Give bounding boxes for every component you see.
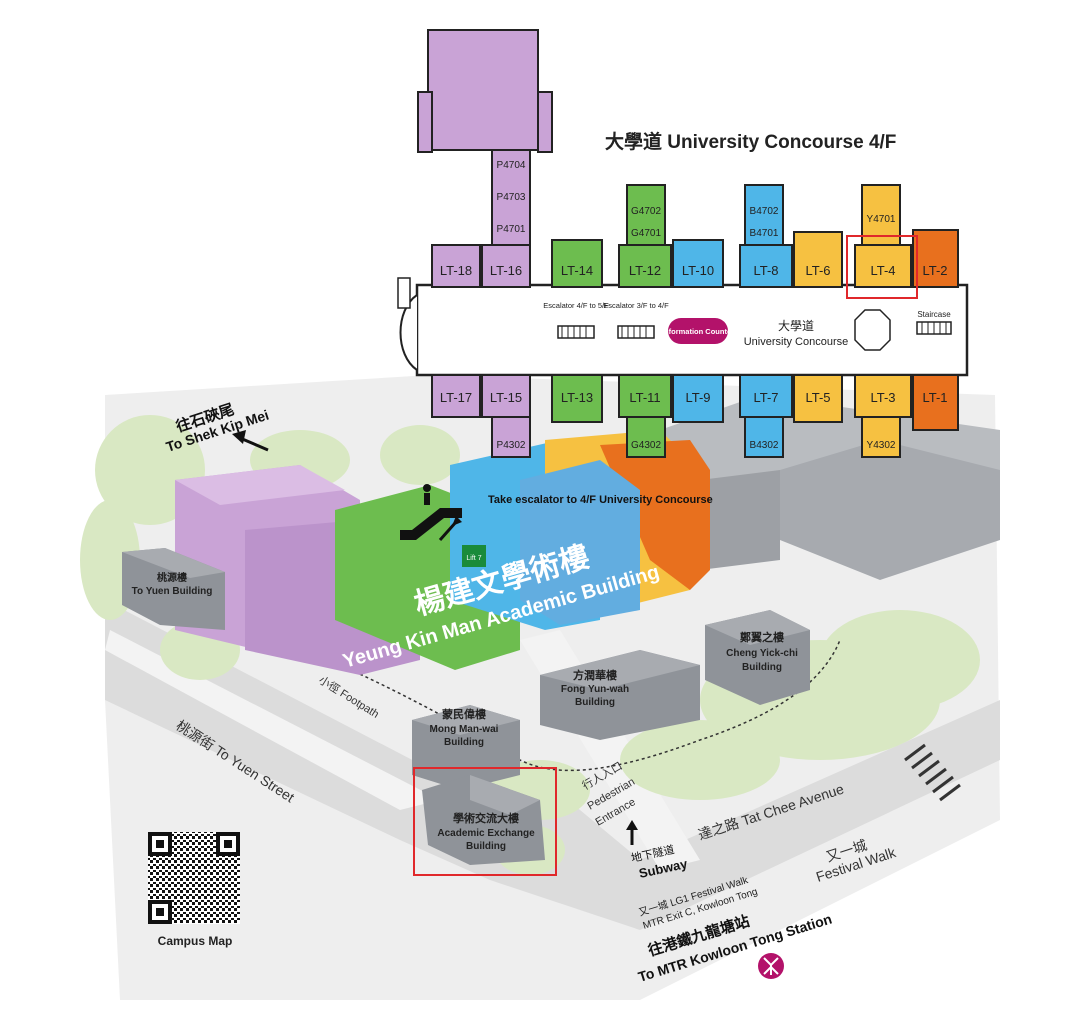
lt-5: LT-5 [805, 390, 830, 405]
lt-17: LT-17 [440, 390, 472, 405]
information-counter: Information Counter [662, 327, 734, 336]
concourse-zh-label: 大學道 [778, 319, 814, 333]
academic-exchange-highlight [413, 767, 557, 876]
campus-map-qr-code[interactable] [148, 832, 240, 924]
room-p4302: P4302 [497, 440, 526, 451]
to-yuen-zh: 桃源樓 [157, 571, 187, 584]
floor-plan [397, 29, 969, 458]
academic-exchange-en1: Academic Exchange [437, 828, 535, 839]
green-wing [551, 184, 672, 458]
fong-yun-wah-zh: 方潤華樓 [573, 668, 617, 682]
lt-16: LT-16 [490, 263, 522, 278]
lt-6: LT-6 [805, 263, 830, 278]
room-y4302: Y4302 [867, 440, 896, 451]
fong-yun-wah-building [540, 650, 700, 740]
footpath-line [224, 624, 841, 772]
room-p4701: P4701 [497, 224, 526, 235]
room-g4701: G4701 [631, 228, 661, 239]
escalator-3-4-label: Escalator 3/F to 4/F [603, 301, 669, 310]
room-y4701: Y4701 [867, 214, 896, 225]
lt-2: LT-2 [922, 263, 947, 278]
concourse-en-label: University Concourse [744, 336, 849, 348]
lt-18: LT-18 [440, 263, 472, 278]
escalator-4-5-label: Escalator 4/F to 5/F [543, 301, 609, 310]
cheng-yick-chi-en1: Cheng Yick-chi [726, 648, 798, 659]
academic-building-blocks [335, 430, 710, 670]
mong-man-wai-en1: Mong Man-wai [430, 724, 499, 735]
floor-title: 大學道 University Concourse 4/F [605, 130, 896, 153]
lt-9: LT-9 [685, 390, 710, 405]
mtr-logo-icon [758, 953, 784, 979]
academic-exchange-building [422, 775, 545, 865]
blue-wing [672, 184, 793, 458]
orange-wing [912, 229, 959, 431]
shek-kip-mei-arrow [232, 430, 269, 452]
room-g4702: G4702 [631, 206, 661, 217]
academic-exchange-zh: 學術交流大樓 [453, 811, 519, 825]
purple-wing [417, 29, 553, 458]
escalator-note: Take escalator to 4/F University Concour… [488, 494, 713, 506]
mong-man-wai-zh: 蒙民偉樓 [442, 707, 486, 721]
lt-3: LT-3 [870, 390, 895, 405]
room-b4702: B4702 [750, 206, 779, 217]
room-p4703: P4703 [497, 192, 526, 203]
academic-exchange-en2: Building [466, 841, 506, 852]
room-g4302: G4302 [631, 440, 661, 451]
staircase-label: Staircase [917, 310, 951, 319]
fong-yun-wah-en2: Building [575, 697, 615, 708]
lt-1: LT-1 [922, 390, 947, 405]
to-yuen-building [122, 548, 225, 630]
cheng-yick-chi-en2: Building [742, 662, 782, 673]
cheng-yick-chi-zh: 鄭翼之樓 [740, 630, 784, 644]
to-yuen-en: To Yuen Building [132, 586, 213, 597]
lt-8: LT-8 [753, 263, 778, 278]
room-p4704: P4704 [497, 160, 526, 171]
lt-4: LT-4 [870, 263, 895, 278]
lt-13: LT-13 [561, 390, 593, 405]
campus-map-label: Campus Map [158, 934, 233, 948]
cheng-yick-chi-building [705, 610, 810, 705]
lt-14: LT-14 [561, 263, 593, 278]
fong-yun-wah-en1: Fong Yun-wah [561, 684, 629, 695]
escalator-icon [400, 484, 462, 541]
yellow-wing [793, 184, 912, 458]
entrance-arrow [626, 820, 638, 845]
mong-man-wai-en2: Building [444, 737, 484, 748]
lift-label: Lift 7 [466, 555, 481, 562]
room-b4701: B4701 [750, 228, 779, 239]
zebra-crossing [904, 743, 961, 802]
room-b4302: B4302 [750, 440, 779, 451]
lift-icon [462, 545, 486, 567]
lt-15: LT-15 [490, 390, 522, 405]
lt-4-highlight [846, 235, 918, 299]
lt-7: LT-7 [753, 390, 778, 405]
lt-11: LT-11 [629, 390, 660, 405]
lt-10: LT-10 [682, 263, 714, 278]
lt-12: LT-12 [629, 263, 661, 278]
